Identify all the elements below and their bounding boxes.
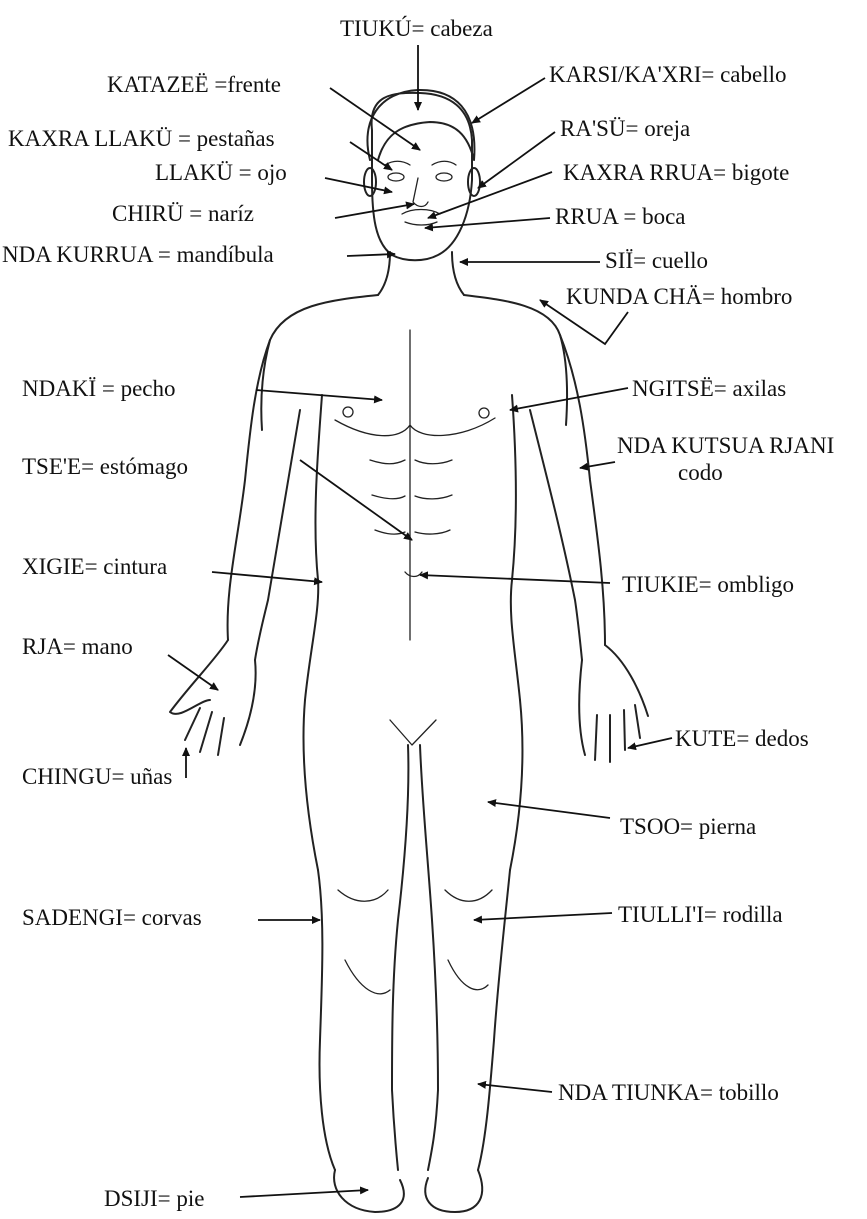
label-rodilla: TIULLI'I= rodilla	[618, 902, 783, 928]
label-frente: KATAZEË =frente	[107, 72, 281, 98]
label-ombligo: TIUKIE= ombligo	[622, 572, 794, 598]
label-ojo: LLAKÜ = ojo	[155, 160, 287, 186]
label-estomago: TSE'E= estómago	[22, 454, 188, 480]
label-unas: CHINGU= uñas	[22, 764, 172, 790]
arrow-frente	[330, 88, 420, 150]
arrow-boca	[425, 218, 550, 228]
arrow-dedos	[628, 738, 672, 748]
arrow-pestanas	[350, 142, 392, 170]
arrow-rodilla	[474, 913, 612, 920]
arrow-mandibula	[347, 254, 395, 256]
arrow-mano	[168, 655, 218, 690]
label-cintura: XIGIE= cintura	[22, 554, 167, 580]
arrow-oreja	[478, 132, 555, 188]
label-codo-native: NDA KUTSUA RJANI	[617, 433, 834, 459]
label-dedos: KUTE= dedos	[675, 726, 809, 752]
arrow-tobillo	[478, 1084, 552, 1092]
label-hombro: KUNDA CHÄ= hombro	[566, 284, 792, 310]
arrow-axilas	[510, 388, 628, 410]
arrow-cabello	[472, 78, 545, 123]
label-bigote: KAXRA RRUA= bigote	[563, 160, 789, 186]
arrow-estomago	[300, 460, 412, 540]
label-axilas: NGITSË= axilas	[632, 376, 786, 402]
label-corvas: SADENGI= corvas	[22, 905, 202, 931]
label-nariz: CHIRÜ = naríz	[112, 201, 254, 227]
label-pestanas: KAXRA LLAKÜ = pestañas	[8, 126, 275, 152]
label-oreja: RA'SÜ= oreja	[560, 116, 690, 142]
label-tobillo: NDA TIUNKA= tobillo	[558, 1080, 779, 1106]
arrow-codo	[580, 462, 615, 468]
label-boca: RRUA = boca	[555, 204, 686, 230]
arrow-nariz	[335, 204, 414, 218]
label-pierna: TSOO= pierna	[620, 814, 756, 840]
arrow-ombligo	[420, 575, 610, 583]
arrow-pecho	[256, 390, 382, 400]
label-cuello: SIÏ= cuello	[605, 248, 708, 274]
arrow-pierna	[488, 802, 610, 818]
label-cabello: KARSI/KA'XRI= cabello	[549, 62, 787, 88]
label-cabeza: TIUKÚ= cabeza	[340, 16, 493, 42]
arrow-ojo	[325, 178, 392, 192]
label-pecho: NDAKÏ = pecho	[22, 376, 176, 402]
label-codo: codo	[678, 460, 723, 486]
label-mandibula: NDA KURRUA = mandíbula	[2, 242, 274, 268]
label-mano: RJA= mano	[22, 634, 133, 660]
label-pie: DSIJI= pie	[104, 1186, 205, 1212]
arrow-pie	[240, 1190, 368, 1197]
arrow-cintura	[212, 572, 322, 582]
